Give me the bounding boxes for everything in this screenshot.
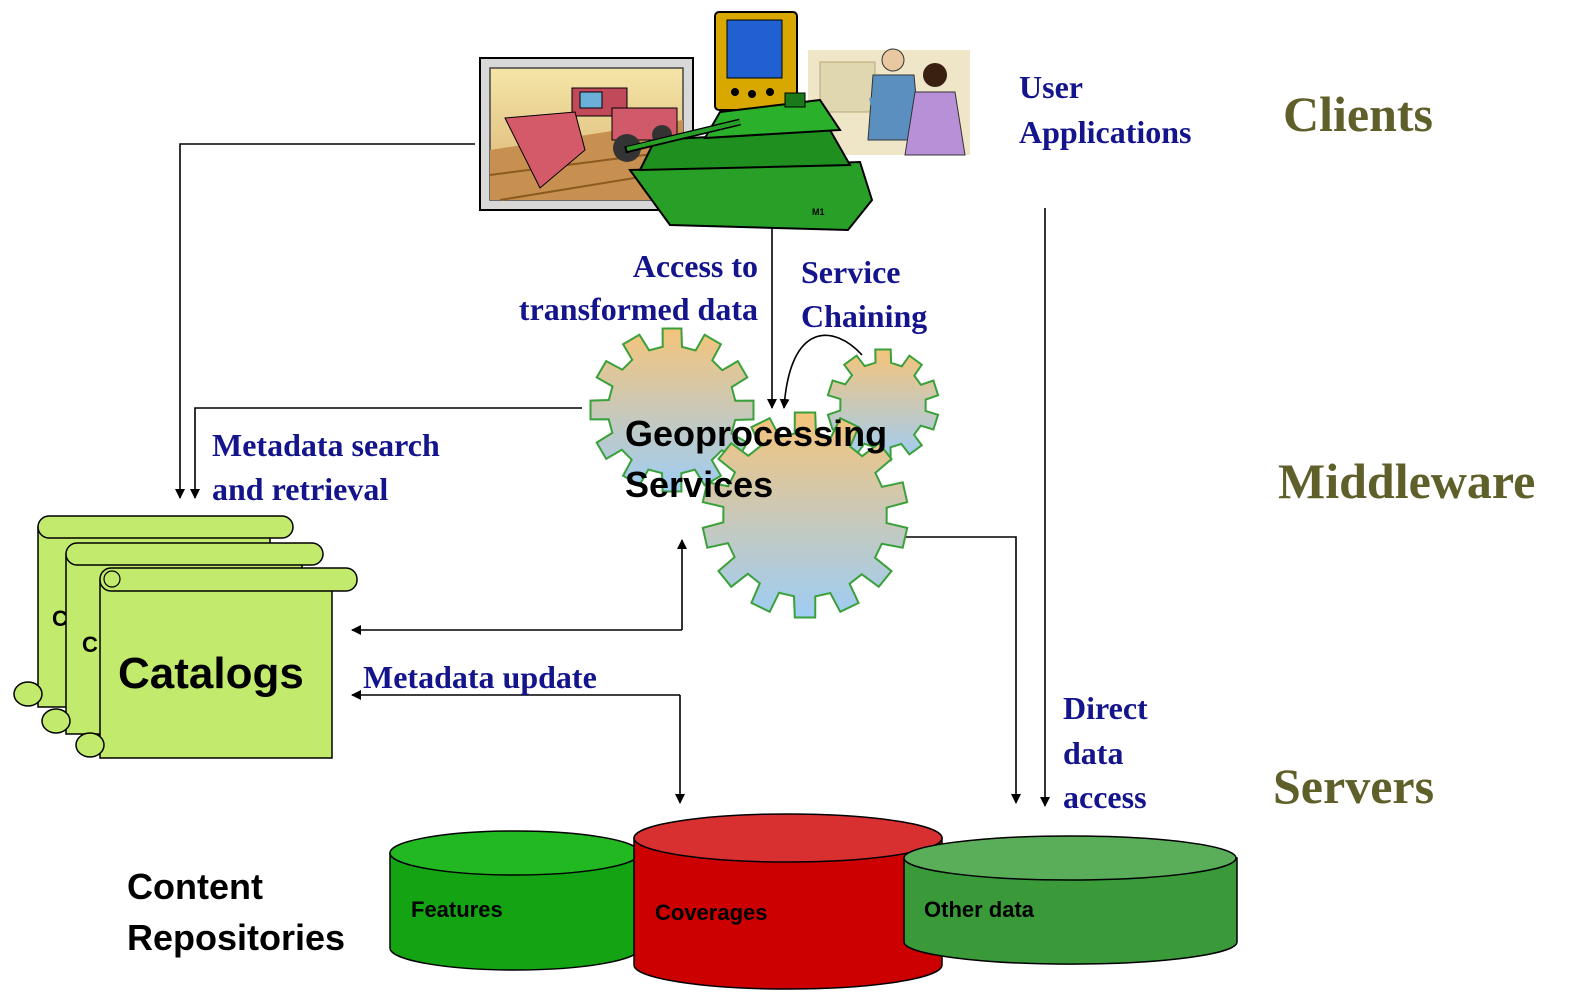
- repo-features-label: Features: [411, 897, 503, 922]
- direct-access-line2: data: [1063, 735, 1123, 771]
- repo-features: Features: [389, 830, 641, 971]
- connector-metadata-search: [190, 407, 582, 499]
- repo-other-data: Other data: [903, 835, 1238, 965]
- metadata-search-line1: Metadata search: [212, 427, 440, 463]
- content-repositories-line2: Repositories: [127, 917, 345, 958]
- user-applications-line2: Applications: [1019, 114, 1191, 150]
- catalogs-label: Catalogs: [118, 649, 304, 698]
- tier-servers: Servers: [1273, 758, 1434, 814]
- tier-middleware: Middleware: [1278, 453, 1535, 509]
- service-chaining-line2: Chaining: [801, 298, 927, 334]
- tier-clients: Clients: [1283, 86, 1433, 142]
- tank-icon: M1: [624, 92, 874, 232]
- tank-marking: M1: [812, 207, 825, 217]
- metadata-search-line2: and retrieval: [212, 471, 388, 507]
- direct-access-line1: Direct: [1063, 690, 1148, 726]
- connector-client-to-catalogs: [175, 143, 475, 499]
- user-applications-line1: User: [1019, 69, 1083, 105]
- repo-other-label: Other data: [924, 897, 1035, 922]
- metadata-update-label: Metadata update: [363, 659, 597, 695]
- pda-icon: [714, 11, 798, 111]
- catalog-middle-letter: C: [82, 632, 98, 657]
- service-chaining-line1: Service: [801, 254, 901, 290]
- connector-service-chaining: [779, 334, 863, 409]
- cylinder-icon: Features Coverages Other data: [389, 813, 1238, 990]
- catalog-back-letter: C: [52, 606, 68, 631]
- access-transformed-line1: Access to: [633, 248, 758, 284]
- geoprocessing-line2: Services: [625, 464, 773, 505]
- scroll-icon: C C: [13, 515, 358, 759]
- monitor-combine-icon: [479, 57, 694, 211]
- catalog-scroll-front: [75, 567, 358, 759]
- geoprocessing-line1: Geoprocessing: [625, 413, 887, 454]
- geoprocessing-gears: [589, 327, 940, 619]
- content-repositories-line1: Content: [127, 866, 263, 907]
- access-transformed-line2: transformed data: [519, 291, 758, 327]
- repo-coverages-label: Coverages: [655, 900, 768, 925]
- gear-large-center: [701, 411, 909, 619]
- gear-large-left: [589, 327, 755, 493]
- repo-coverages: Coverages: [633, 813, 943, 990]
- direct-access-line3: access: [1063, 779, 1147, 815]
- connector-geo-to-otherdata: [900, 536, 1021, 804]
